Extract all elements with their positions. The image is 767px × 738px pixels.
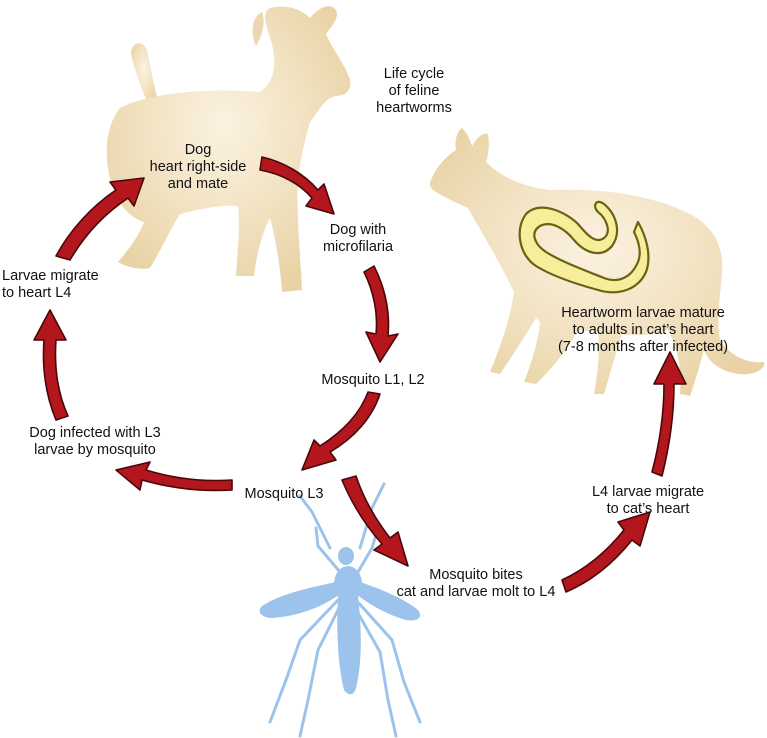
label-larvae-migrate-line-1: Larvae migrate — [2, 268, 99, 284]
heartworm-icon — [518, 200, 650, 294]
arrow-to-mosquito-l1 — [363, 265, 399, 363]
label-dog-heart-line-1: Dog — [184, 142, 212, 158]
label-larvae-migrate-line-2: to heart L4 — [2, 285, 72, 301]
label-mosquito-bites-line-2: cat and larvae molt to L4 — [396, 584, 556, 600]
cycle-arrows — [33, 156, 687, 593]
label-microfilaria-line-1: Dog with — [329, 222, 387, 238]
mosquito-silhouette-icon — [259, 482, 422, 738]
label-dog-heart-line-3: and mate — [167, 176, 229, 192]
label-l4-migrate: L4 larvae migrate to cat’s heart — [574, 484, 722, 518]
label-mosquito-l3: Mosquito L3 — [234, 486, 334, 503]
label-l4-migrate-line-1: L4 larvae migrate — [591, 484, 705, 500]
label-dog-infected-line-2: larvae by mosquito — [34, 442, 156, 458]
arrow-to-microfilaria — [259, 156, 335, 215]
label-l4-migrate-line-2: to cat’s heart — [606, 501, 690, 517]
arrow-to-heartworm-mature — [651, 351, 687, 477]
diagram-title: Life cycle of feline heartworms — [362, 66, 466, 117]
title-line-2: of feline — [388, 83, 440, 99]
label-dog-infected: Dog infected with L3 larvae by mosquito — [10, 425, 180, 459]
arrow-to-l4-migrate — [561, 511, 651, 593]
label-dog-infected-line-1: Dog infected with L3 — [29, 425, 161, 441]
title-line-3: heartworms — [376, 100, 452, 116]
label-heartworm-mature-line-1: Heartworm larvae mature — [561, 305, 725, 321]
label-heartworm-mature-line-2: to adults in cat’s heart — [572, 322, 714, 338]
label-heartworm-mature-line-3: (7-8 months after infected) — [557, 339, 729, 355]
label-mosquito-l1-l2: Mosquito L1, L2 — [310, 372, 436, 389]
cat-silhouette-icon — [429, 128, 765, 396]
label-dog-microfilaria: Dog with microfilaria — [308, 222, 408, 256]
arrow-to-dog-heart — [55, 177, 145, 261]
label-mosquito-l3-line-1: Mosquito L3 — [244, 486, 324, 502]
label-heartworm-mature: Heartworm larvae mature to adults in cat… — [540, 305, 746, 356]
label-dog-heart: Dog heart right-side and mate — [138, 142, 258, 193]
label-microfilaria-line-2: microfilaria — [322, 239, 394, 255]
label-larvae-migrate: Larvae migrate to heart L4 — [2, 268, 122, 302]
dog-silhouette-icon — [106, 6, 351, 292]
arrow-to-larvae-migrate — [33, 309, 69, 421]
label-mosquito-bites-line-1: Mosquito bites — [429, 567, 523, 583]
label-mosquito-l1-l2-line-1: Mosquito L1, L2 — [321, 372, 425, 388]
arrow-to-mosquito-bites — [341, 475, 409, 567]
title-line-1: Life cycle — [383, 66, 445, 82]
label-dog-heart-line-2: heart right-side — [149, 159, 247, 175]
arrow-to-mosquito-l3 — [301, 391, 381, 471]
arrow-to-dog-infected — [115, 461, 233, 492]
label-mosquito-bites-cat: Mosquito bites cat and larvae molt to L4 — [376, 567, 576, 601]
